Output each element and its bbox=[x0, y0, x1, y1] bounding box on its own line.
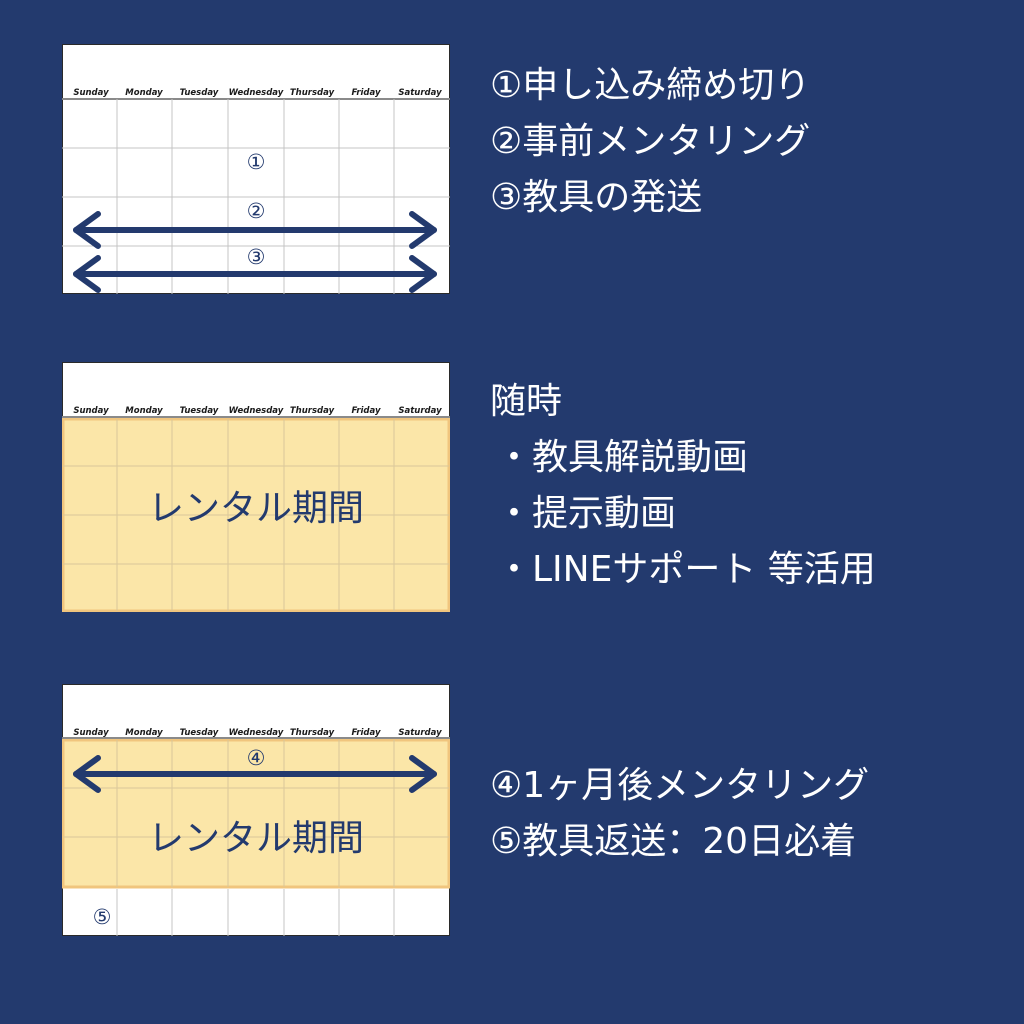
note-shipping: ③教具の発送 bbox=[490, 177, 703, 218]
weekday-tuesday: Tuesday bbox=[180, 728, 219, 738]
double-arrow-2 bbox=[73, 211, 437, 249]
calendar-grid bbox=[62, 99, 450, 294]
notes-2: 随時 ・教具解説動画 ・提示動画 ・LINEサポート 等活用 bbox=[490, 374, 876, 598]
calendar-2-graphic: Sunday Monday Tuesday Wednesday Thursday… bbox=[62, 362, 450, 612]
calendar-grid-below bbox=[116, 889, 395, 936]
note-presentation-video: ・提示動画 bbox=[496, 493, 677, 534]
note-return-deadline: ⑤教具返送：20日必着 bbox=[490, 821, 857, 862]
weekday-wednesday: Wednesday bbox=[229, 88, 284, 98]
marker-5: ⑤ bbox=[93, 905, 112, 929]
double-arrow-4 bbox=[73, 755, 437, 793]
notes-3: ④1ヶ月後メンタリング ⑤教具返送：20日必着 bbox=[490, 758, 869, 870]
note-pre-mentoring: ②事前メンタリング bbox=[490, 121, 811, 162]
calendar-3: Sunday Monday Tuesday Wednesday Thursday… bbox=[62, 684, 450, 936]
calendar-2: Sunday Monday Tuesday Wednesday Thursday… bbox=[62, 362, 450, 612]
calendar-1-card bbox=[62, 44, 450, 294]
calendar-1-graphic: Sunday Monday Tuesday Wednesday Thursday… bbox=[62, 44, 450, 294]
weekday-tuesday: Tuesday bbox=[180, 88, 219, 98]
rental-period-band bbox=[62, 738, 450, 889]
rental-period-label: レンタル期間 bbox=[148, 488, 364, 529]
calendar-grid-band bbox=[63, 740, 449, 887]
note-anytime: 随時 bbox=[490, 381, 563, 422]
marker-2: ② bbox=[247, 199, 266, 223]
rental-period-label: レンタル期間 bbox=[148, 818, 364, 859]
weekday-monday: Monday bbox=[125, 728, 163, 738]
weekday-thursday: Thursday bbox=[290, 88, 335, 98]
note-explanation-video: ・教具解説動画 bbox=[496, 437, 749, 478]
calendar-1: Sunday Monday Tuesday Wednesday Thursday… bbox=[62, 44, 450, 294]
calendar-3-graphic: Sunday Monday Tuesday Wednesday Thursday… bbox=[62, 684, 450, 936]
weekday-saturday: Saturday bbox=[398, 406, 442, 416]
weekday-tuesday: Tuesday bbox=[180, 406, 219, 416]
weekday-friday: Friday bbox=[351, 88, 381, 98]
marker-3: ③ bbox=[247, 245, 266, 269]
weekday-monday: Monday bbox=[125, 88, 163, 98]
weekday-saturday: Saturday bbox=[398, 88, 442, 98]
calendar-grid bbox=[63, 419, 449, 611]
weekday-thursday: Thursday bbox=[290, 728, 335, 738]
weekday-sunday: Sunday bbox=[73, 406, 109, 416]
weekday-friday: Friday bbox=[351, 728, 381, 738]
marker-4: ④ bbox=[247, 746, 266, 770]
weekday-wednesday: Wednesday bbox=[229, 406, 284, 416]
weekday-wednesday: Wednesday bbox=[229, 728, 284, 738]
note-deadline: ①申し込み締め切り bbox=[490, 65, 811, 106]
marker-1: ① bbox=[247, 150, 266, 174]
double-arrow-3 bbox=[73, 255, 437, 293]
note-line-support: ・LINEサポート 等活用 bbox=[496, 549, 876, 590]
weekday-monday: Monday bbox=[125, 406, 163, 416]
weekday-saturday: Saturday bbox=[398, 728, 442, 738]
notes-1: ①申し込み締め切り ②事前メンタリング ③教具の発送 bbox=[490, 58, 810, 226]
note-one-month-mentoring: ④1ヶ月後メンタリング bbox=[490, 765, 870, 806]
weekday-sunday: Sunday bbox=[73, 728, 109, 738]
weekday-friday: Friday bbox=[351, 406, 381, 416]
weekday-sunday: Sunday bbox=[73, 88, 109, 98]
weekday-thursday: Thursday bbox=[290, 406, 335, 416]
